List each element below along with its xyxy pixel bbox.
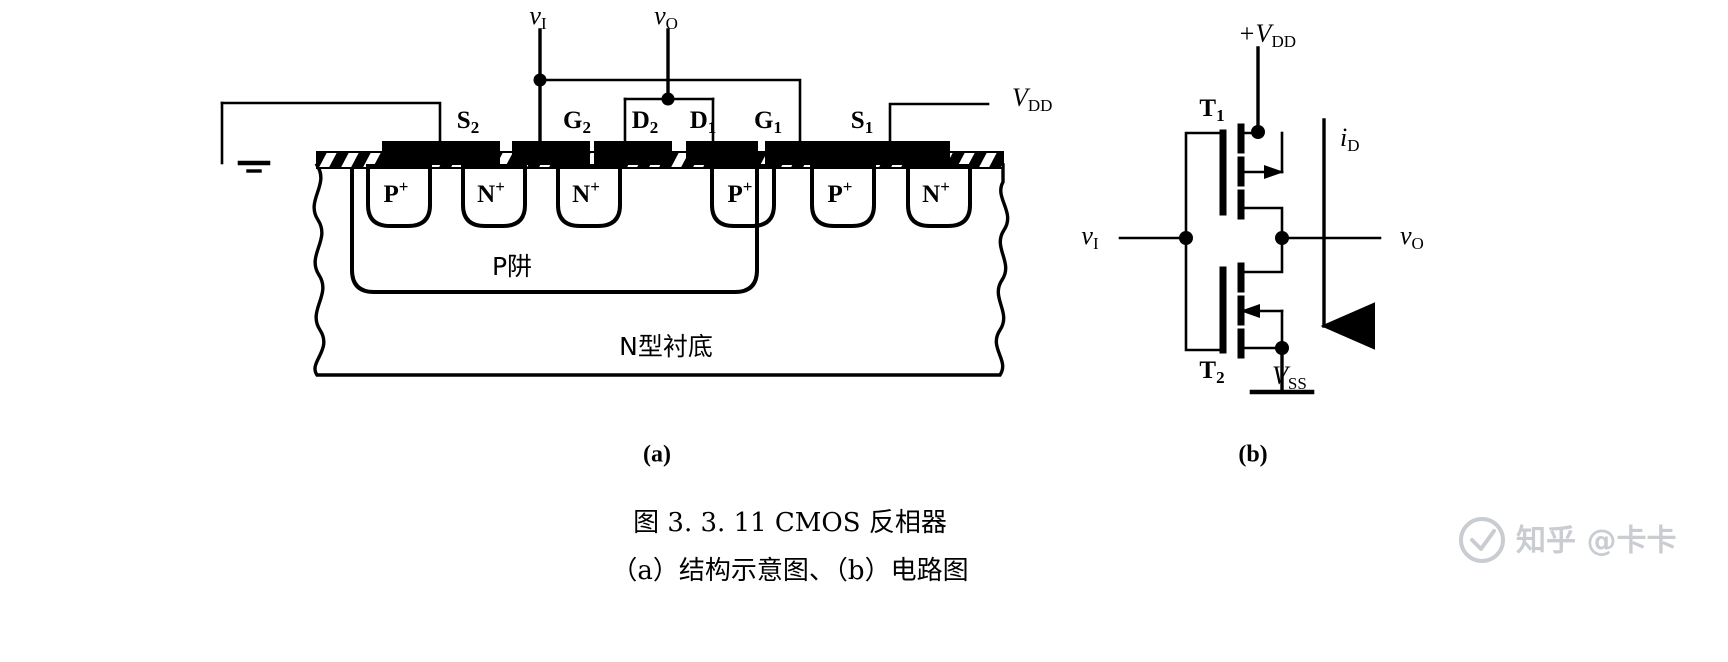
label-region-p-plus-2: P+: [728, 177, 753, 208]
label-region-p-plus-1: P+: [384, 177, 409, 208]
figure-caption: 图 3. 3. 11 CMOS 反相器 （a）结构示意图、（b）电路图: [611, 508, 968, 586]
ground-symbol-a: [220, 101, 442, 173]
label-vdd-a: VDD: [1012, 83, 1052, 115]
p-well-region: [350, 165, 759, 294]
label-v-i-a: vI: [529, 1, 547, 33]
label-vdd-b: +VDD: [1238, 19, 1296, 51]
caption-line-2: （a）结构示意图、（b）电路图: [611, 556, 968, 586]
part-a-label: (a): [643, 442, 671, 468]
label-i-d: iD: [1340, 123, 1360, 155]
watermark: 知乎 @卡卡: [1459, 517, 1676, 563]
vdd-rail-b: [1251, 46, 1265, 139]
vdd-lead-a: [888, 102, 990, 145]
doped-region-labels: P+ N+ N+ P+ P+ N+: [384, 177, 950, 208]
label-region-n-plus-2: N+: [572, 177, 600, 208]
vss-ground-b: [1249, 346, 1315, 395]
part-b-circuit: +VDD VSS vI vO iD T1 T2 (b): [1081, 19, 1423, 468]
label-region-n-plus-3: N+: [922, 177, 950, 208]
label-vss-b: VSS: [1272, 361, 1307, 393]
label-n-substrate: N型衬底: [619, 332, 713, 361]
doped-regions-group: [366, 164, 972, 228]
label-region-n-plus-1: N+: [477, 177, 505, 208]
part-a-structure: S2 G2 D2 D1 G1 S1 vI vO VDD P+ N+ N+ P+ …: [220, 1, 1052, 468]
output-lead-b: [1275, 231, 1382, 245]
label-v-o-a: vO: [654, 1, 678, 33]
label-d1: D1: [690, 107, 717, 137]
label-s1: S1: [851, 107, 873, 137]
electrode-labels-a: S2 G2 D2 D1 G1 S1: [457, 107, 873, 137]
label-p-well: P阱: [492, 252, 532, 281]
v-o-lead-a: [623, 28, 715, 145]
terminal-labels-a: vI vO VDD: [529, 1, 1052, 115]
label-d2: D2: [632, 107, 659, 137]
label-s2: S2: [457, 107, 479, 137]
label-t1: T1: [1199, 95, 1224, 125]
label-g2: G2: [563, 107, 591, 137]
metal-electrodes: [382, 141, 950, 165]
caption-line-1: 图 3. 3. 11 CMOS 反相器: [633, 508, 947, 538]
label-g1: G1: [754, 107, 782, 137]
label-v-o-b: vO: [1400, 221, 1424, 253]
substrate-body: [312, 162, 1010, 377]
gate-bracket-b: [1118, 131, 1225, 352]
label-v-i-b: vI: [1081, 221, 1099, 253]
labels-b: +VDD VSS vI vO iD T1 T2: [1081, 19, 1423, 393]
transistor-t1: [1219, 123, 1284, 240]
transistor-t2: [1219, 236, 1289, 359]
label-t2: T2: [1199, 357, 1224, 387]
part-b-label: (b): [1238, 442, 1267, 468]
label-region-p-plus-3: P+: [828, 177, 853, 208]
watermark-text: 知乎 @卡卡: [1516, 524, 1676, 559]
v-i-lead-a: [533, 28, 802, 145]
